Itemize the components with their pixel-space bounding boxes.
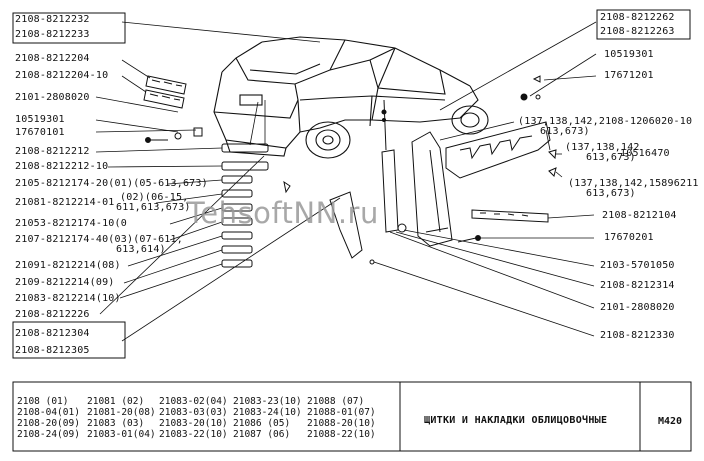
part-label-left: 17670101 (15, 127, 65, 138)
part-label-left: 21081-8212214-01 (15, 197, 115, 208)
part-label-right: 2108-8212263 (600, 26, 675, 37)
model-cell: 21088-22(10) (307, 429, 376, 440)
sill-liner (445, 121, 551, 179)
bracket-box-top-left (12, 12, 126, 44)
model-cell: 21088 (07) (307, 396, 365, 407)
model-cell: 21083-01(04) (87, 429, 156, 440)
model-cell: 2108-04(01) (17, 407, 80, 418)
model-cell: 21083 (03) (87, 418, 145, 429)
model-cell: 21086 (05) (233, 418, 291, 429)
part-label-right: 2103-5701050 (600, 260, 675, 271)
model-cell: 21088-01(07) (307, 407, 376, 418)
part-label-left: 21053-8212174-10(0 (15, 218, 127, 229)
emblem-strips (221, 143, 269, 268)
part-label-right: 2108-8212330 (600, 330, 675, 341)
bracket-box-top-right (596, 9, 691, 40)
part-label-right: 2108-8212262 (600, 12, 675, 23)
part-label-left: 2108-8212233 (15, 29, 90, 40)
model-cell: 21083-20(10) (159, 418, 228, 429)
car-body-drawing (213, 36, 489, 159)
bracket-box-bottom-left (12, 321, 126, 359)
part-label-right: 613,673) (586, 152, 636, 163)
part-label-right: 17671201 (604, 70, 654, 81)
model-cell: 21081-20(08) (87, 407, 156, 418)
part-label-left: 611,613,673) (116, 202, 191, 213)
part-label-left: 21083-8212214(10) (15, 293, 121, 304)
part-label-right: 10516470 (620, 148, 670, 159)
part-label-left: 2108-8212204-10 (15, 70, 109, 81)
model-cell: 2108 (01) (17, 396, 69, 407)
model-cell: 21083-22(10) (159, 429, 228, 440)
part-label-left: 2108-8212212 (15, 146, 90, 157)
part-label-left: 2109-8212214(09) (15, 277, 115, 288)
model-cell: 2108-20(09) (17, 418, 80, 429)
part-label-left: (02)(06-15, (120, 192, 189, 203)
part-label-right: 2108-8212314 (600, 280, 675, 291)
footer-frame (12, 381, 692, 452)
model-cell: 21083-23(10) (233, 396, 302, 407)
model-cell: 21081 (02) (87, 396, 145, 407)
part-label-left: 10519301 (15, 114, 65, 125)
model-cell: 21087 (06) (233, 429, 291, 440)
part-label-right: 2108-8212104 (602, 210, 677, 221)
part-label-right: 613,673) (586, 188, 636, 199)
footer-title: ЩИТКИ И НАКЛАДКИ ОБЛИЦОВОЧНЫЕ (424, 415, 608, 426)
part-label-right: 2101-2808020 (600, 302, 675, 313)
part-label-right: 17670201 (604, 232, 654, 243)
pillar-trims (329, 99, 399, 259)
part-label-right: (137,138,142,2108-1206020-10 (518, 116, 693, 127)
leader-lines-right (373, 21, 597, 337)
model-cell: 21083-02(04) (159, 396, 228, 407)
leader-lines-left (95, 21, 341, 342)
part-label-left: 2107-8212174-40(03)(07-611, (15, 234, 183, 245)
rear-badges (143, 75, 187, 109)
fasteners (145, 75, 557, 265)
part-label-left: 2108-8212212-10 (15, 161, 109, 172)
watermark: TehsoftNN.ru (187, 196, 379, 230)
model-cell: 2108-24(09) (17, 429, 80, 440)
part-label-right: (137,138,142,15896211 (568, 178, 699, 189)
part-label-left: 2108-8212232 (15, 14, 90, 25)
part-label-left: 2105-8212174-20(01)(05-613,673) (15, 178, 208, 189)
sheet-number: М420 (658, 416, 683, 427)
model-cell: 21083-24(10) (233, 407, 302, 418)
part-label-left: 2108-8212305 (15, 345, 90, 356)
arch-trim (411, 131, 453, 247)
part-label-right: 613,673) (540, 126, 590, 137)
model-cell: 21088-20(10) (307, 418, 376, 429)
part-label-left: 2108-8212204 (15, 53, 90, 64)
part-label-left: 2108-8212304 (15, 328, 90, 339)
part-label-left: 613,614) (116, 244, 166, 255)
part-label-left: 21091-8212214(08) (15, 260, 121, 271)
model-cell: 21083-03(03) (159, 407, 228, 418)
side-moulding (471, 209, 549, 223)
part-label-right: (137,138,142 (565, 142, 640, 153)
part-label-left: 2108-8212226 (15, 309, 90, 320)
part-label-right: 10519301 (604, 49, 654, 60)
part-label-left: 2101-2808020 (15, 92, 90, 103)
